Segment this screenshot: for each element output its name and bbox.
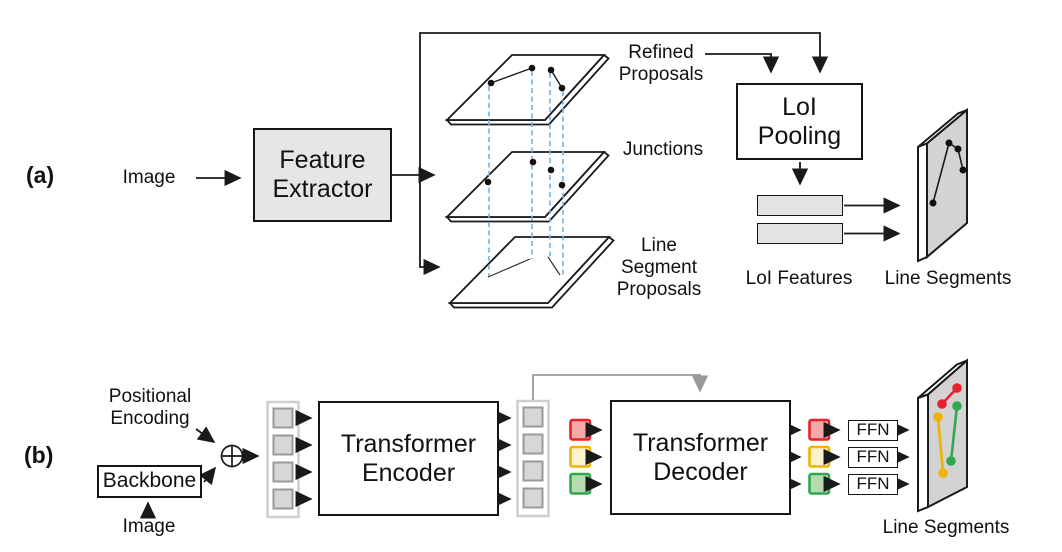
arrow-feature-map-to-loi-pooling [419, 32, 829, 175]
skip-connection-encoder-to-decoder [532, 374, 709, 400]
b-detected-endpoints [933, 383, 962, 478]
a-output-slab-face [926, 107, 968, 260]
red-endpoint [952, 383, 962, 393]
line-proposal-plane [447, 236, 612, 304]
dot [558, 84, 566, 92]
arrow-positional-encoding-to-sum [195, 426, 216, 443]
panel-b-tag: (b) [24, 442, 54, 468]
query-green [569, 472, 592, 495]
decoder-query-squares [569, 418, 592, 495]
green-endpoint [946, 456, 956, 466]
line-proposal-1 [487, 258, 531, 278]
refined-segment-2 [550, 69, 563, 89]
loi-feature-bar-1 [757, 195, 843, 216]
junction-plane [444, 151, 607, 218]
a-output-slab-side [917, 142, 928, 263]
refined-proposal-plane [444, 54, 607, 121]
b-output-slab-side [917, 393, 929, 513]
arrow-refined-proposals-to-loi-pooling [705, 53, 780, 74]
query-red [569, 418, 592, 441]
line-proposal-2 [547, 256, 561, 276]
b-output-slab-face [927, 358, 968, 509]
yellow-endpoint [933, 412, 943, 422]
yellow-line-segment [936, 416, 945, 474]
decoder-output-squares [808, 418, 831, 495]
a-detected-endpoints [929, 139, 967, 207]
junctions-label: Junctions [622, 139, 704, 160]
token [522, 460, 544, 482]
transformer-encoder-box: Transformer Encoder [318, 401, 499, 516]
refined-proposal-dots [487, 64, 566, 92]
a-detected-line-segments [932, 141, 964, 204]
dot [487, 79, 495, 87]
dot [959, 166, 967, 174]
junction-dots [484, 158, 566, 189]
dot [528, 64, 536, 72]
dot [547, 66, 555, 74]
line-segment-proposals-label: Line Segment Proposals [616, 235, 702, 301]
dot [547, 166, 555, 174]
backbone-box: Backbone [97, 465, 202, 498]
token [272, 407, 294, 429]
yellow-endpoint [938, 468, 948, 478]
sum-operator-icon [220, 444, 244, 468]
output-green [808, 472, 831, 495]
arrows-encoder-to-tokens [494, 409, 512, 508]
token [522, 406, 544, 428]
refined-proposals-label: Refined Proposals [618, 42, 704, 86]
encoder-input-tokens [272, 407, 294, 510]
token [522, 433, 544, 455]
feature-extractor-box: Feature Extractor [253, 128, 392, 222]
dot [484, 178, 492, 186]
arrows-ffn-to-line-segments [892, 421, 910, 493]
a-image-label: Image [122, 167, 176, 188]
token [272, 488, 294, 510]
token [272, 434, 294, 456]
b-image-label: Image [122, 516, 176, 537]
dot [929, 199, 937, 207]
a-line-segments-label: Line Segments [884, 268, 1012, 289]
arrows-tokens-to-encoder [295, 409, 313, 508]
arrows-decoder-to-outputs [784, 421, 802, 493]
arrow-backbone-to-sum [199, 466, 217, 486]
token [272, 461, 294, 483]
dot [954, 145, 962, 153]
ffn-box-2: FFN [848, 447, 898, 468]
ffn-box-1: FFN [848, 420, 898, 441]
transformer-decoder-box: Transformer Decoder [610, 400, 791, 515]
green-line-segment [949, 405, 959, 462]
dot [529, 158, 537, 166]
arrows-outputs-to-ffn [823, 421, 841, 493]
query-yellow [569, 445, 592, 468]
output-red [808, 418, 831, 441]
encoder-output-tokens [522, 406, 544, 509]
arrow-feature-extractor-to-line-proposal-map [419, 175, 441, 276]
b-line-segments-label: Line Segments [882, 517, 1010, 538]
loi-pooling-box: LoI Pooling [736, 83, 863, 160]
loi-features-label: LoI Features [745, 268, 853, 289]
arrows-queries-to-decoder [585, 421, 603, 493]
green-endpoint [952, 401, 962, 411]
dot [945, 139, 953, 147]
output-yellow [808, 445, 831, 468]
red-endpoint [937, 399, 947, 409]
dot [558, 181, 566, 189]
token [522, 487, 544, 509]
panel-a-tag: (a) [26, 162, 55, 188]
positional-encoding-label: Positional Encoding [108, 386, 192, 430]
refined-segment-1 [490, 67, 533, 84]
loi-feature-bar-2 [757, 223, 843, 244]
ffn-box-3: FFN [848, 474, 898, 495]
